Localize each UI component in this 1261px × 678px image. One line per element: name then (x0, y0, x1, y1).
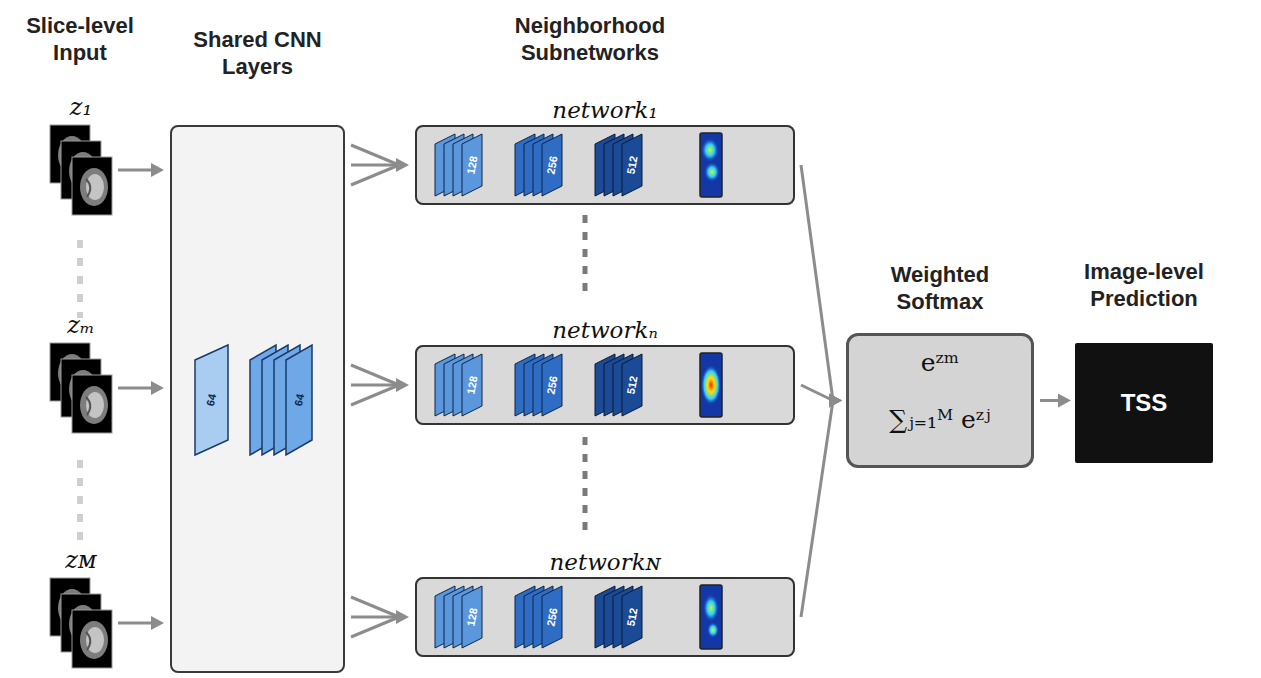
arrow-connector (351, 597, 409, 637)
column-heading: Image-level Prediction (1054, 258, 1234, 312)
prediction-box: Image-level PredictionTSS (1075, 343, 1213, 463)
prediction-text: TSS (1121, 389, 1168, 417)
formula-numerator: eᶻᵐ (849, 348, 1031, 378)
slice-label: zᴍ (65, 546, 96, 574)
channel-count: 64 (292, 393, 306, 407)
column-heading: Shared CNN Layers (188, 26, 328, 80)
slice-label: zₘ (67, 311, 94, 339)
arrow-connector (801, 165, 842, 408)
arrow-connector (118, 381, 164, 395)
column-heading: Neighborhood Subnetworks (465, 12, 715, 66)
arrow-connector (351, 365, 409, 405)
subnetwork-label: network₁ (552, 96, 657, 124)
input-slices: zᴍ (50, 578, 112, 668)
slice-label: z₁ (70, 93, 92, 121)
subnetwork-label: networkₙ (552, 316, 657, 344)
subnetwork-label: networkɴ (550, 548, 661, 576)
arrow-connector (118, 163, 164, 177)
arrow-connector (1040, 394, 1071, 408)
column-heading: Slice-level Input (5, 12, 155, 66)
input-slices: zₘ (50, 343, 112, 433)
arrow-connector (351, 145, 409, 185)
arrow-connector (118, 616, 164, 630)
arrow-connector (801, 394, 842, 618)
shared-layers-box: Shared CNN Layers (170, 125, 345, 673)
softmax-box: Weighted Softmaxeᶻᵐ∑ⱼ₌₁ᴹ eᶻʲ (846, 333, 1034, 468)
channel-count: 64 (204, 393, 218, 407)
arrow-connector (801, 385, 842, 408)
column-heading: Weighted Softmax (850, 261, 1030, 315)
formula-denominator: ∑ⱼ₌₁ᴹ eᶻʲ (849, 405, 1031, 435)
input-slices: z₁ (50, 125, 112, 215)
